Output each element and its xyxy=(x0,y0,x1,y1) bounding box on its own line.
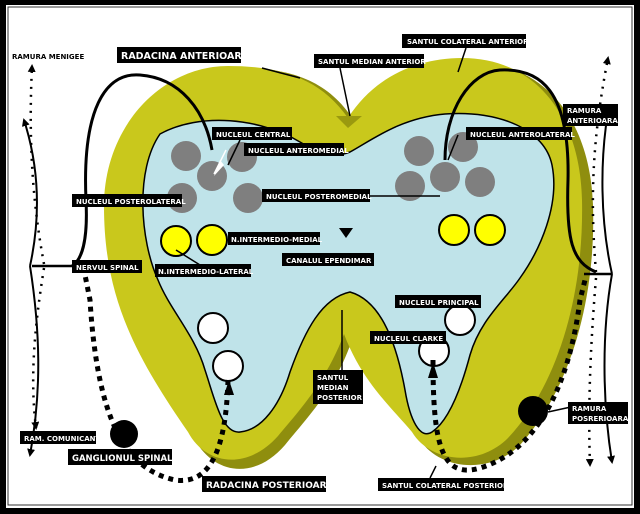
right-anterior-root xyxy=(443,68,597,274)
label-radacina-anterioara: RADACINA ANTERIOARA xyxy=(117,47,250,63)
left-posterior-root xyxy=(81,269,231,483)
svg-text:MEDIAN: MEDIAN xyxy=(317,384,349,392)
left-meningeal-branch xyxy=(27,64,46,265)
label-santul-colateral-anterior: SANTUL COLATERAL ANTERIOR xyxy=(402,34,529,48)
label-ramura-menigee: RAMURA MENIGEE xyxy=(12,53,84,61)
svg-text:RADACINA POSTERIOARA: RADACINA POSTERIOARA xyxy=(206,481,334,491)
label-ganglionul-spinal: GANGLIONUL SPINAL xyxy=(68,449,173,465)
label-nucleul-principal: NUCLEUL PRINCIPAL xyxy=(395,295,481,308)
label-nucleul-anteromedial: NUCLEUL ANTEROMEDIAL xyxy=(244,143,349,156)
label-santul-median-anterior: SANTUL MEDIAN ANTERIOR xyxy=(314,54,426,68)
label-nucleul-posteromedial: NUCLEUL POSTEROMEDIAL xyxy=(262,189,372,202)
label-n-intermedio-medial: N.INTERMEDIO-MEDIAL xyxy=(228,232,323,245)
svg-text:POSTERIOR: POSTERIOR xyxy=(317,394,363,402)
intermediate-nuclei xyxy=(160,214,506,257)
right-motor-nuclei xyxy=(395,132,495,201)
label-nucleul-clarke: NUCLEUL CLARKE xyxy=(370,331,446,344)
label-nucleul-posterolateral: NUCLEUL POSTEROLATERAL xyxy=(72,194,186,207)
label-nucleul-anterolateral: NUCLEUL ANTEROLATERAL xyxy=(466,127,575,140)
svg-text:NUCLEUL POSTEROMEDIAL: NUCLEUL POSTEROMEDIAL xyxy=(266,193,372,201)
svg-text:RAMURA: RAMURA xyxy=(567,107,602,115)
svg-text:RADACINA ANTERIOARA: RADACINA ANTERIOARA xyxy=(121,51,250,62)
right-posterior-root xyxy=(430,275,589,473)
svg-text:POSRERIOARA: POSRERIOARA xyxy=(572,415,629,423)
svg-text:NUCLEUL CENTRAL: NUCLEUL CENTRAL xyxy=(216,131,291,139)
left-spinal-ganglion xyxy=(110,420,138,448)
label-santul-median-posterior: SANTUL MEDIAN POSTERIOR xyxy=(313,370,363,404)
right-posterior-branch xyxy=(585,277,598,467)
svg-text:NUCLEUL POSTEROLATERAL: NUCLEUL POSTEROLATERAL xyxy=(76,198,186,206)
svg-text:GANGLIONUL SPINAL: GANGLIONUL SPINAL xyxy=(72,454,173,464)
svg-text:SANTUL MEDIAN ANTERIOR: SANTUL MEDIAN ANTERIOR xyxy=(318,58,426,66)
svg-text:NUCLEUL ANTEROMEDIAL: NUCLEUL ANTEROMEDIAL xyxy=(248,147,349,155)
svg-text:ANTERIOARA: ANTERIOARA xyxy=(567,117,618,125)
canalul-ependimar-marker xyxy=(339,228,353,238)
svg-text:CANALUL EPENDIMAR: CANALUL EPENDIMAR xyxy=(286,257,372,265)
svg-text:NUCLEUL PRINCIPAL: NUCLEUL PRINCIPAL xyxy=(399,299,479,307)
svg-text:NUCLEUL CLARKE: NUCLEUL CLARKE xyxy=(374,335,443,343)
label-ram-comunicant: RAM. COMUNICANT xyxy=(20,431,100,444)
label-santul-colateral-posterior: SANTUL COLATERAL POSTERIOR xyxy=(378,478,509,491)
svg-text:RAMURA MENIGEE: RAMURA MENIGEE xyxy=(12,53,84,61)
svg-text:NERVUL SPINAL: NERVUL SPINAL xyxy=(76,264,139,272)
right-anterior-branch xyxy=(591,56,611,273)
right-spinal-ganglion xyxy=(518,396,548,426)
label-n-intermedio-lateral: N.INTERMEDIO-LATERAL xyxy=(155,264,254,277)
svg-text:SANTUL: SANTUL xyxy=(317,374,349,382)
label-nucleul-central: NUCLEUL CENTRAL xyxy=(212,127,292,140)
svg-text:RAM. COMUNICANT: RAM. COMUNICANT xyxy=(24,435,100,443)
svg-text:SANTUL COLATERAL POSTERIOR: SANTUL COLATERAL POSTERIOR xyxy=(382,482,509,490)
svg-text:N.INTERMEDIO-LATERAL: N.INTERMEDIO-LATERAL xyxy=(158,268,254,276)
left-anterior-root xyxy=(71,73,214,268)
svg-text:NUCLEUL ANTEROLATERAL: NUCLEUL ANTEROLATERAL xyxy=(470,131,575,139)
svg-text:SANTUL COLATERAL ANTERIOR: SANTUL COLATERAL ANTERIOR xyxy=(407,38,529,46)
svg-text:RAMURA: RAMURA xyxy=(572,405,607,413)
label-canalul-ependimar: CANALUL EPENDIMAR xyxy=(282,253,374,266)
svg-text:N.INTERMEDIO-MEDIAL: N.INTERMEDIO-MEDIAL xyxy=(231,236,323,244)
label-nervul-spinal: NERVUL SPINAL xyxy=(72,260,142,273)
label-radacina-posterioara: RADACINA POSTERIOARA xyxy=(202,476,334,492)
label-ramura-anterioara: RAMURA ANTERIOARA xyxy=(563,104,618,126)
label-ramura-posterioara: RAMURA POSRERIOARA xyxy=(568,402,629,424)
